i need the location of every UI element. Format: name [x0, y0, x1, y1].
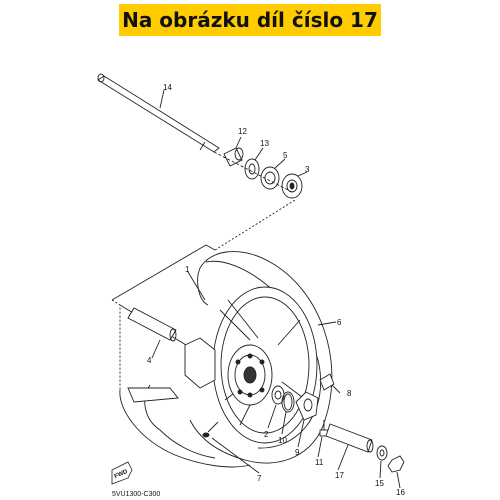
o-ring-part[interactable] — [281, 391, 295, 413]
axle-part[interactable] — [97, 73, 220, 153]
label-part-17: 17 — [335, 471, 344, 480]
part-labels: 14 12 13 5 3 1 6 4 8 2 10 9 11 17 15 16 … — [147, 83, 405, 497]
label-part-14: 14 — [163, 83, 172, 92]
label-part-5: 5 — [283, 151, 288, 160]
label-part-12: 12 — [238, 127, 247, 136]
part-number-banner: Na obrázku díl číslo 17 — [119, 4, 381, 36]
nut-part[interactable] — [387, 455, 405, 473]
banner-text: Na obrázku díl číslo 17 — [122, 8, 378, 32]
label-part-11: 11 — [315, 458, 324, 467]
label-part-7: 7 — [257, 474, 262, 483]
fwd-arrow-icon: FWD — [111, 461, 133, 485]
fwd-label: FWD — [114, 469, 130, 480]
label-part-16: 16 — [396, 488, 405, 497]
bearing-right-part[interactable] — [281, 173, 303, 199]
drive-part[interactable] — [295, 391, 319, 421]
spacer-part[interactable] — [127, 307, 177, 342]
label-part-8: 8 — [347, 389, 352, 398]
collar-17-part[interactable] — [325, 423, 374, 453]
bearing-left-part[interactable] — [260, 166, 280, 190]
washer-part[interactable] — [376, 445, 388, 461]
label-part-6: 6 — [337, 318, 342, 327]
label-part-4: 4 — [147, 356, 152, 365]
label-part-10: 10 — [278, 436, 287, 445]
label-part-9: 9 — [295, 448, 300, 457]
diagram-code: 5VU1300-C300 — [112, 491, 160, 498]
label-part-2: 2 — [264, 430, 269, 439]
label-part-1: 1 — [185, 265, 190, 274]
cast-wheel-part[interactable] — [184, 286, 318, 444]
label-part-13: 13 — [260, 139, 269, 148]
collar-part[interactable] — [223, 147, 244, 167]
oil-seal-part[interactable] — [244, 158, 260, 180]
label-part-3: 3 — [305, 165, 310, 174]
clip-part[interactable] — [319, 373, 335, 391]
label-part-15: 15 — [375, 479, 384, 488]
valve-part[interactable] — [202, 421, 219, 438]
